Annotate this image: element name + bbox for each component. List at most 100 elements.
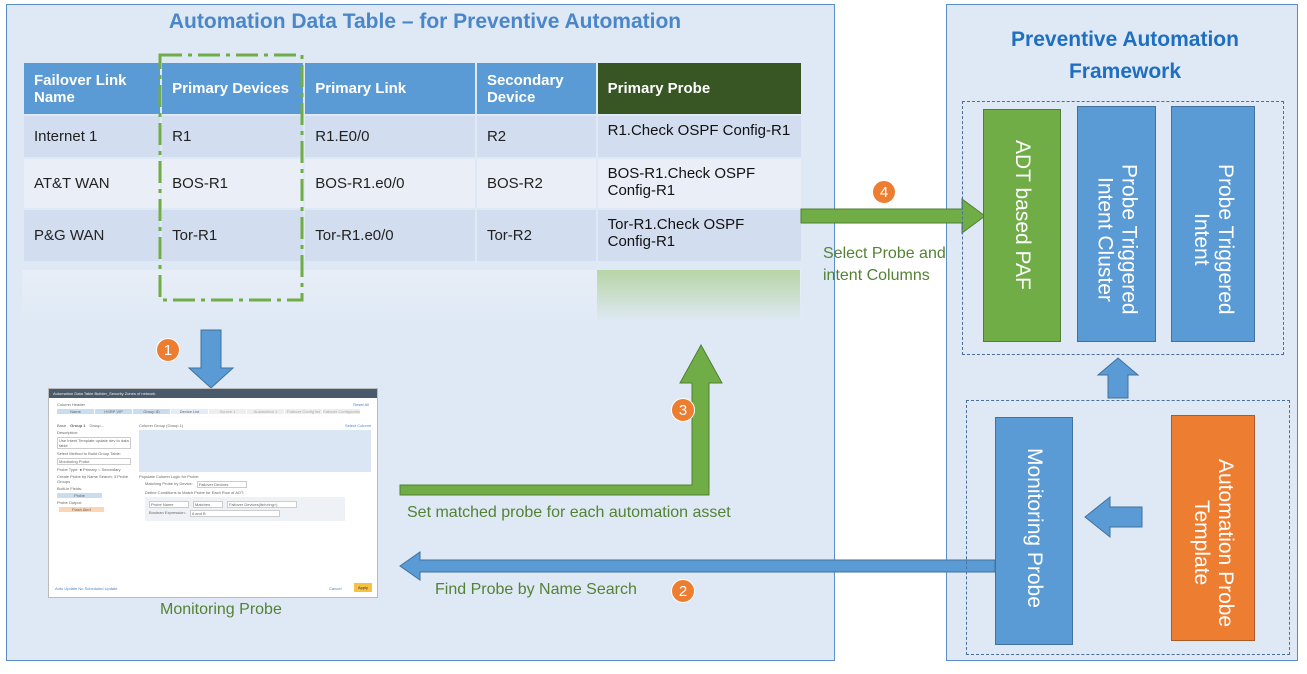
mini-matching-value: Failover Devices: [196, 481, 247, 488]
cell: Tor-R1: [162, 210, 304, 261]
table-row: Internet 1 R1 R1.E0/0 R2 R1.Check OSPF C…: [24, 116, 801, 157]
mini-apply-button: Apply: [354, 583, 373, 592]
mini-window-title: Automation Data Table Builder_Security Z…: [49, 389, 377, 398]
mini-conditions: Probe Name Matches Failover Devices(list…: [145, 497, 345, 521]
cell: BOS-R1: [162, 159, 304, 208]
cell: R2: [476, 116, 596, 157]
cell-probe: BOS-R1.Check OSPF Config-R1: [597, 159, 801, 208]
mini-data-field: Failover Devices(list<ring>): [227, 501, 297, 508]
automation-data-table: Failover Link Name Primary Devices Prima…: [22, 61, 803, 263]
mini-populate: Populate Column Logic for Probe:: [139, 474, 200, 479]
cell: AT&T WAN: [24, 159, 161, 208]
paf-group-box: [962, 101, 1284, 355]
mini-operator: Matches: [193, 501, 223, 508]
mini-column-header: Column Header: [57, 402, 86, 407]
header-primary-devices: Primary Devices: [162, 63, 304, 114]
mini-col: Source 1: [209, 409, 246, 414]
mini-boolean-label: Boolean Expression:: [149, 510, 186, 515]
adt-based-paf-box: ADT based PAF: [983, 109, 1061, 342]
mini-condition-row: Probe Name Matches Failover Devices(list…: [149, 501, 341, 508]
mini-define: Define Conditions to Match Probe for Eac…: [145, 490, 244, 495]
mini-probe-type: Probe Type: ● Primary ○ Secondary: [57, 467, 121, 472]
mini-boolean-value: A and B: [189, 510, 280, 517]
primary-devices-highlight: [158, 53, 304, 302]
arrow-3-up: [399, 343, 723, 496]
mini-left-column: Base Group 1 Group... Description: Use I…: [57, 423, 131, 512]
mini-cancel-button: Cancel: [329, 586, 342, 591]
mini-col: Failover Configuration L...: [323, 409, 360, 414]
mini-method-label: Select Method to Build Group Table:: [57, 451, 121, 456]
mini-reset-all: Reset All: [353, 402, 369, 407]
cell: BOS-R1.e0/0: [305, 159, 475, 208]
mini-method-value: Monitoring Probe: [57, 458, 131, 465]
mini-builtin-probe: Probe: [57, 493, 102, 498]
mini-tab: Group...: [89, 423, 104, 428]
table-fade-probe: [597, 270, 800, 322]
step-4-badge: 4: [872, 180, 896, 204]
arrow-1-down: [187, 329, 235, 389]
cell: R1: [162, 116, 304, 157]
table-row: AT&T WAN BOS-R1 BOS-R1.e0/0 BOS-R2 BOS-R…: [24, 159, 801, 208]
mini-col: Automation 1: [247, 409, 284, 414]
mini-col: HSRP VIP: [95, 409, 132, 414]
mini-col: Group ID: [133, 409, 170, 414]
cell-probe: Tor-R1.Check OSPF Config-R1: [597, 210, 801, 261]
step-2-badge: 2: [671, 579, 695, 603]
adt-panel-title: Automation Data Table – for Preventive A…: [168, 10, 682, 33]
automation-probe-template-box: Automation Probe Template: [1171, 415, 1255, 641]
mini-tab: Base: [57, 423, 67, 428]
mini-select-column: Select Column: [344, 423, 371, 428]
mini-tab: Group 1: [70, 423, 86, 428]
mini-tabs: Base Group 1 Group...: [57, 423, 131, 428]
header-primary-probe: Primary Probe: [597, 63, 801, 114]
probe-triggered-intent-cluster-box: Probe Triggered Intent Cluster: [1077, 106, 1156, 342]
header-secondary-device: Secondary Device: [476, 63, 596, 114]
arrow-2-left: [399, 551, 996, 581]
cell: BOS-R2: [476, 159, 596, 208]
step-2-label: Find Probe by Name Search: [435, 581, 637, 598]
header-failover-link: Failover Link Name: [24, 63, 161, 114]
monitoring-probe-box: Monitoring Probe: [995, 417, 1073, 645]
mini-drop-area: [139, 430, 371, 472]
monitoring-probe-screenshot: Automation Data Table Builder_Security Z…: [48, 388, 378, 598]
mini-col: Device List: [171, 409, 208, 414]
step-4-label: Select Probe and intent Columns: [823, 245, 946, 284]
cell: Tor-R2: [476, 210, 596, 261]
arrow-up-right: [1096, 357, 1140, 399]
probe-triggered-intent-box: Probe Triggered Intent: [1171, 106, 1255, 342]
step-3-label: Set matched probe for each automation as…: [407, 504, 731, 521]
step-1-badge: 1: [156, 338, 180, 362]
mini-column-group-row: Column Group (Group 1) Select Column: [139, 423, 371, 428]
mini-col: Name: [57, 409, 94, 414]
mini-column-group: Column Group (Group 1): [139, 423, 184, 428]
mini-matching-row: Matching Probe by Device: Failover Devic…: [139, 481, 371, 488]
header-primary-link: Primary Link: [305, 63, 475, 114]
mini-col: Failover Config list: [285, 409, 322, 414]
mini-matching: Matching Probe by Device:: [145, 481, 193, 486]
mini-auto-update: Auto Update No Scheduled Update: [55, 586, 118, 591]
paf-panel-title: Preventive Automation Framework: [1011, 28, 1239, 83]
mini-description-value: Use Intent Template update dev to data t…: [57, 437, 131, 449]
cell: Internet 1: [24, 116, 161, 157]
arrow-left-right: [1084, 495, 1143, 539]
mini-probe-name: Probe Name: [149, 501, 189, 508]
mini-right-column: Column Group (Group 1) Select Column Pop…: [139, 423, 371, 521]
mini-builtin-fields: Built-in Fields:: [57, 486, 83, 491]
mini-probe-output: Probe Output:: [57, 500, 82, 505]
table-row: P&G WAN Tor-R1 Tor-R1.e0/0 Tor-R2 Tor-R1…: [24, 210, 801, 261]
cell: P&G WAN: [24, 210, 161, 261]
mini-flash-alert: Flash Alert: [59, 507, 104, 512]
cell: Tor-R1.e0/0: [305, 210, 475, 261]
cell-probe: R1.Check OSPF Config-R1: [597, 116, 801, 157]
mini-description-label: Description:: [57, 430, 79, 435]
cell: R1.E0/0: [305, 116, 475, 157]
arrow-4-right: [800, 198, 986, 234]
mini-boolean-row: Boolean Expression: A and B: [149, 510, 341, 517]
table-header-row: Failover Link Name Primary Devices Prima…: [24, 63, 801, 114]
mini-screenshot-caption: Monitoring Probe: [160, 601, 282, 618]
mini-create-probe: Create Probe by Name Search: 3 Probe Gro…: [57, 474, 128, 484]
step-3-badge: 3: [671, 398, 695, 422]
probe-group-box: [966, 400, 1290, 655]
mini-columns: Name HSRP VIP Group ID Device List Sourc…: [57, 409, 360, 414]
